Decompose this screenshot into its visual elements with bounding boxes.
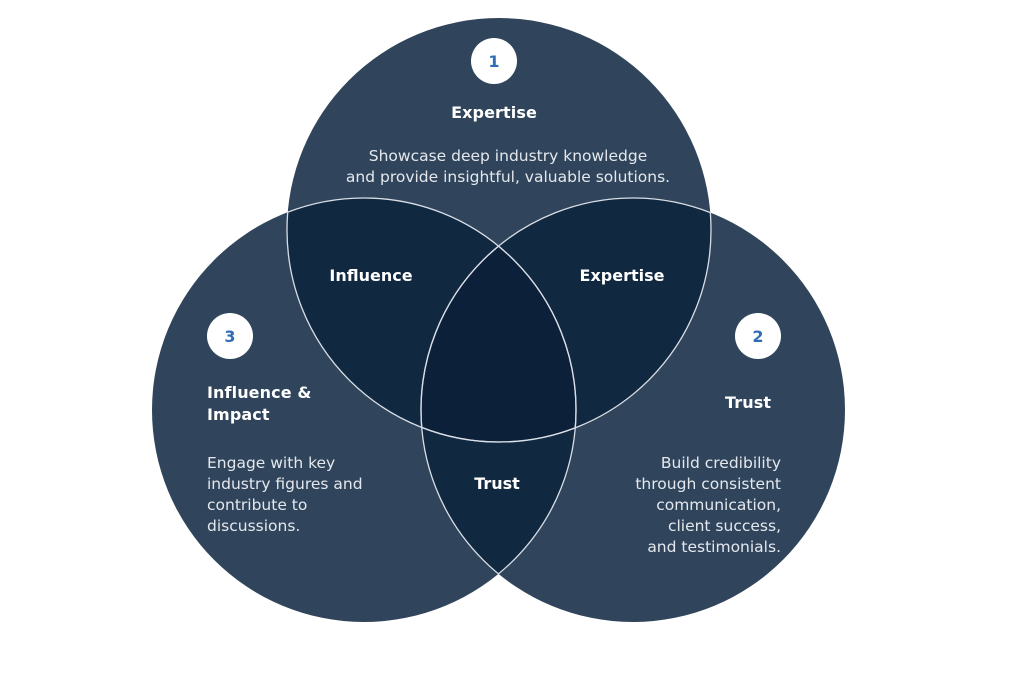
description-line: through consistent — [635, 475, 781, 493]
outline-left-in-right — [421, 198, 577, 622]
description-line: discussions. — [207, 517, 301, 535]
circle-description-influence-impact: Engage with key industry figures and con… — [207, 453, 363, 537]
description-line: Engage with key — [207, 454, 336, 472]
number-badge-3: 3 — [207, 313, 253, 359]
circle-title-influence-impact: Influence & Impact — [207, 382, 311, 426]
overlap-label-influence: Influence — [329, 266, 413, 285]
overlap-label-trust: Trust — [474, 474, 520, 493]
circle-description-expertise: Showcase deep industry knowledge and pro… — [346, 146, 670, 188]
description-line: contribute to — [207, 496, 308, 514]
title-line: Impact — [207, 405, 270, 424]
title-line: Influence & — [207, 383, 312, 402]
description-line: Showcase deep industry knowledge — [368, 147, 648, 165]
number-badge-1: 1 — [471, 38, 517, 84]
circle-title-trust: Trust — [725, 393, 772, 412]
description-line: client success, — [667, 517, 781, 535]
overlap-center — [421, 198, 576, 442]
description-line: communication, — [656, 496, 781, 514]
description-line: Build credibility — [660, 454, 781, 472]
outline-right-in-left — [420, 198, 576, 622]
description-line: and provide insightful, valuable solutio… — [345, 168, 671, 186]
number-badge-2: 2 — [735, 313, 781, 359]
description-line: industry figures and — [207, 475, 363, 493]
overlap-label-expertise: Expertise — [579, 266, 665, 285]
circle-description-trust: Build credibility through consistent com… — [635, 453, 781, 558]
description-line: and testimonials. — [647, 538, 781, 556]
outline-top-in-right — [421, 198, 712, 443]
circle-title-expertise: Expertise — [451, 103, 537, 122]
